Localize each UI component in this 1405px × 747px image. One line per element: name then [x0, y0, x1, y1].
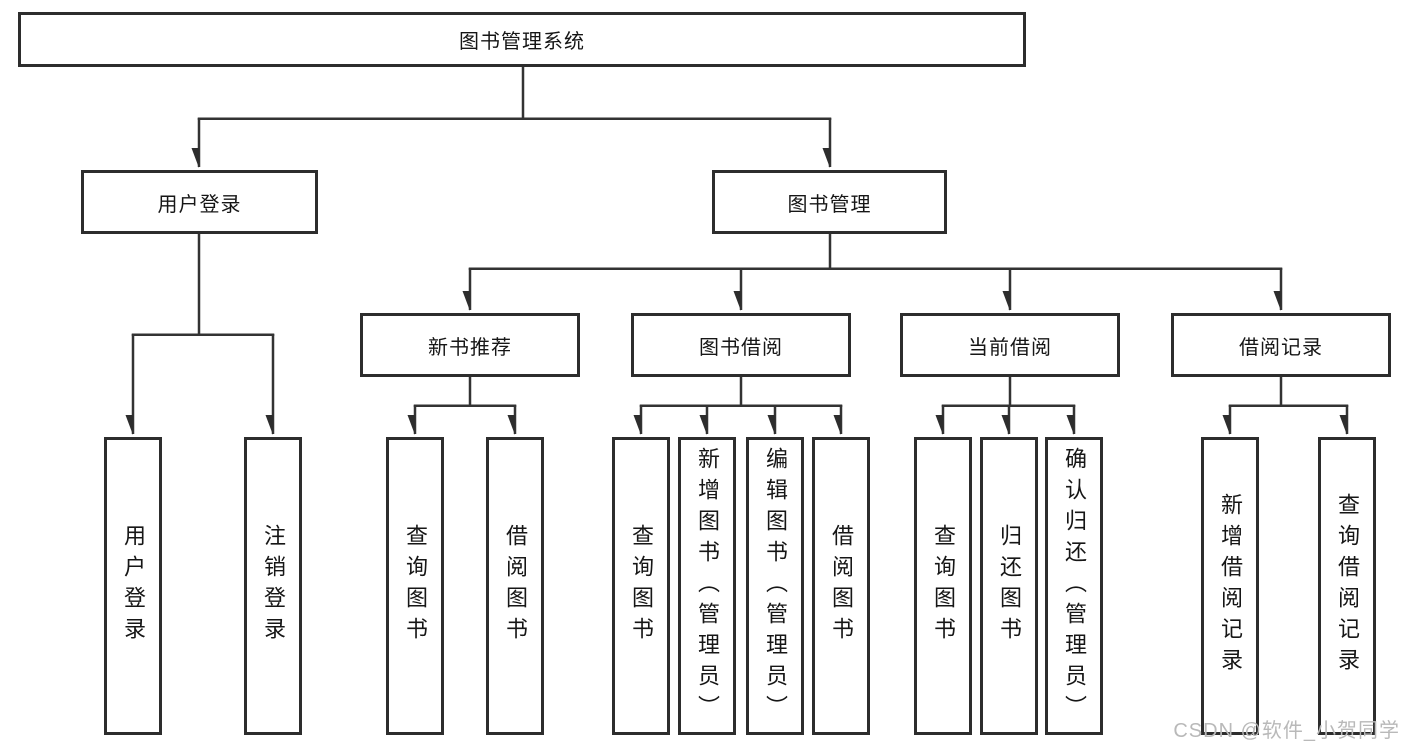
node-borrowing-records: 借阅记录 — [1171, 313, 1391, 377]
leaf-confirm-return-admin: 确认归还（管理员） — [1045, 437, 1103, 735]
leaf-user-login: 用户登录 — [104, 437, 162, 735]
leaf-query-books-current: 查询图书 — [914, 437, 972, 735]
node-current-borrowing: 当前借阅 — [900, 313, 1120, 377]
leaf-borrow-books: 借阅图书 — [812, 437, 870, 735]
leaf-query-borrow-record: 查询借阅记录 — [1318, 437, 1376, 735]
node-book-management: 图书管理 — [712, 170, 947, 234]
leaf-logout: 注销登录 — [244, 437, 302, 735]
node-book-borrowing: 图书借阅 — [631, 313, 851, 377]
leaf-add-book-admin: 新增图书（管理员） — [678, 437, 736, 735]
node-user-login: 用户登录 — [81, 170, 318, 234]
csdn-watermark: CSDN @软件_小贺同学 — [1173, 720, 1400, 742]
leaf-return-books: 归还图书 — [980, 437, 1038, 735]
leaf-add-borrow-record: 新增借阅记录 — [1201, 437, 1259, 735]
leaf-query-books-borrowing: 查询图书 — [612, 437, 670, 735]
leaf-borrow-books-recommend: 借阅图书 — [486, 437, 544, 735]
leaf-query-books-recommend: 查询图书 — [386, 437, 444, 735]
node-library-management-system: 图书管理系统 — [18, 12, 1026, 67]
leaf-edit-book-admin: 编辑图书（管理员） — [746, 437, 804, 735]
node-new-book-recommendation: 新书推荐 — [360, 313, 580, 377]
